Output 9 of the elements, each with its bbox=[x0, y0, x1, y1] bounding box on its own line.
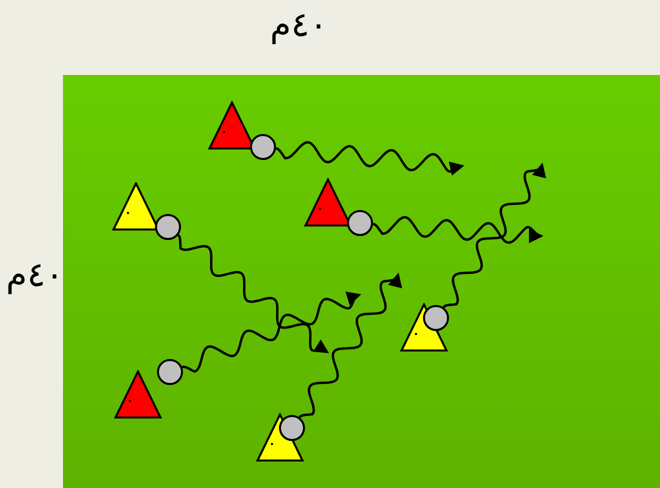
dribble-arrow bbox=[182, 292, 362, 373]
dribble-arrow bbox=[177, 234, 330, 354]
dribble-arrow bbox=[298, 272, 402, 418]
dribble-arrow bbox=[442, 162, 546, 308]
dribble-arrow bbox=[372, 216, 544, 244]
dimension-label: ٤٠م bbox=[270, 8, 328, 42]
player-cone bbox=[114, 370, 162, 419]
dribble-arrow bbox=[275, 141, 464, 176]
dimension-label: ٤٠م bbox=[6, 258, 64, 292]
